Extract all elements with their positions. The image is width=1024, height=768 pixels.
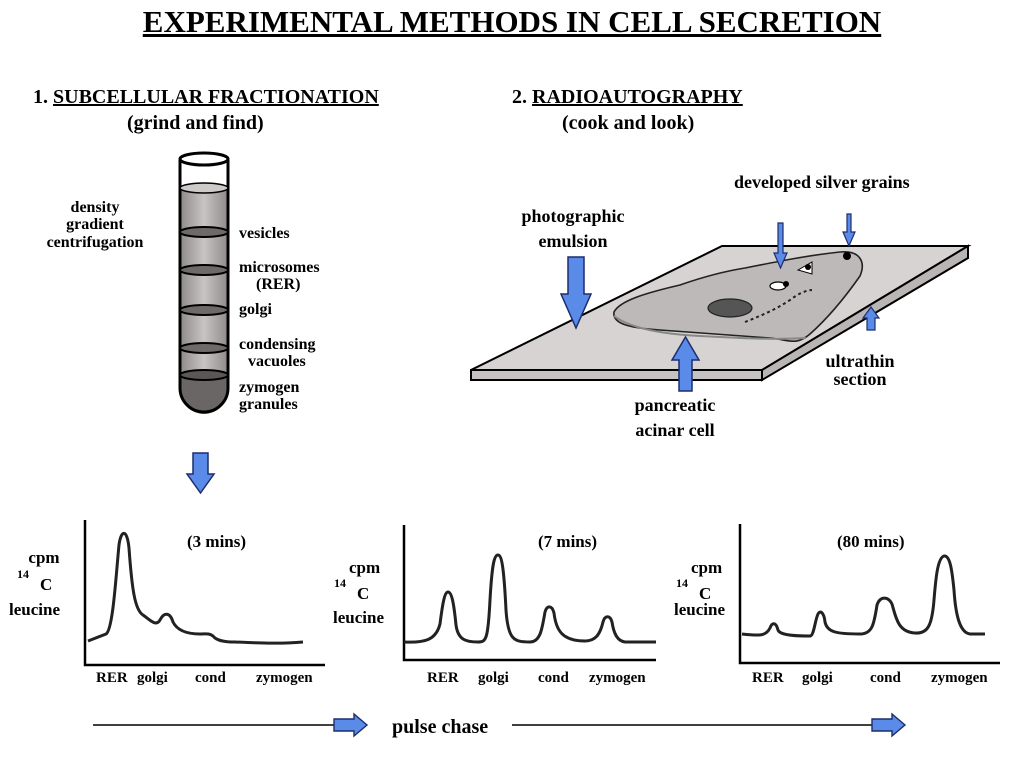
- fraction-microsomes: microsomes: [239, 259, 320, 276]
- fraction-condensing: condensing: [239, 336, 316, 353]
- plot-2-time: (7 mins): [538, 532, 598, 551]
- method1-heading: 1. SUBCELLULAR FRACTIONATION: [33, 86, 379, 109]
- method2-subtitle: (cook and look): [562, 112, 695, 134]
- plot-3-ylabel-superscript: 14: [676, 576, 688, 590]
- plot-3-ylabel-cpm: cpm: [691, 558, 723, 577]
- fraction-zymogen: zymogen: [239, 379, 300, 396]
- technique-label-2: gradient: [66, 216, 124, 233]
- fraction-vacuoles: vacuoles: [248, 353, 306, 370]
- emulsion-label-1: photographic: [521, 206, 625, 226]
- plot-1-ylabel-cpm: cpm: [28, 548, 60, 567]
- acinar-cell: [613, 251, 864, 343]
- method1-number: 1.: [33, 86, 48, 108]
- plot-3-cat-golgi: golgi: [802, 670, 833, 686]
- band-zymogen: [179, 369, 229, 381]
- cell-arrow-icon: [670, 335, 701, 392]
- fraction-vesicles: vesicles: [239, 225, 290, 242]
- plot-1-time: (3 mins): [187, 532, 247, 551]
- method2-heading: 2. RADIOAUTOGRAPHY: [512, 86, 743, 109]
- method1-name: SUBCELLULAR FRACTIONATION: [53, 86, 379, 108]
- trace-80-mins: [741, 554, 985, 638]
- plot-1-cat-cond: cond: [195, 670, 226, 686]
- plot-3-ylabel-leucine: leucine: [674, 600, 725, 619]
- plot-1-ylabel-element: C: [40, 575, 53, 594]
- plot-1-cat-zymogen: zymogen: [256, 670, 313, 686]
- pulse-chase-label: pulse chase: [392, 716, 489, 738]
- plot-1: [83, 520, 325, 667]
- plot-1-cat-golgi: golgi: [137, 670, 168, 686]
- plot-2: [402, 525, 656, 662]
- band-vesicles: [179, 226, 229, 238]
- section-arrow-icon: [861, 305, 881, 331]
- fraction-granules: granules: [239, 396, 298, 413]
- plot-2-cat-rer: RER: [427, 670, 459, 686]
- plot-2-cat-zymogen: zymogen: [589, 670, 646, 686]
- technique-label-3: centrifugation: [46, 234, 144, 251]
- plot-2-ylabel-element: C: [357, 584, 370, 603]
- plot-3-time: (80 mins): [837, 532, 905, 551]
- plot-1-cat-rer: RER: [96, 670, 128, 686]
- trace-7-mins: [403, 553, 656, 644]
- fraction-rer: (RER): [256, 276, 301, 293]
- plot-2-cat-cond: cond: [538, 670, 569, 686]
- section-label-2: section: [833, 369, 887, 389]
- cell-label-2: acinar cell: [635, 420, 715, 440]
- plot-1-ylabel-leucine: leucine: [9, 600, 60, 619]
- silver-grains-label: developed silver grains: [734, 172, 910, 192]
- pulse-chase-arrow-icon-left: [333, 712, 369, 738]
- trace-3-mins: [87, 531, 304, 645]
- plot-3-cat-zymogen: zymogen: [931, 670, 988, 686]
- method2-name: RADIOAUTOGRAPHY: [532, 86, 743, 108]
- down-arrow-icon: [185, 452, 216, 495]
- plot-2-ylabel-leucine: leucine: [333, 608, 384, 627]
- band-microsomes: [179, 264, 229, 276]
- method1-subtitle: (grind and find): [127, 112, 264, 134]
- plot-2-cat-golgi: golgi: [478, 670, 509, 686]
- band-condensing: [179, 342, 229, 354]
- cell-label-1: pancreatic: [634, 395, 716, 415]
- page-title: EXPERIMENTAL METHODS IN CELL SECRETION: [142, 4, 882, 39]
- fraction-golgi: golgi: [239, 301, 272, 318]
- plot-3: [738, 524, 1000, 665]
- plot-2-ylabel-superscript: 14: [334, 576, 346, 590]
- pulse-chase-arrow-icon-right: [871, 712, 907, 738]
- method2-number: 2.: [512, 86, 527, 108]
- centrifuge-tube: [178, 151, 230, 414]
- plot-1-ylabel-superscript: 14: [17, 567, 29, 581]
- plot-3-cat-rer: RER: [752, 670, 784, 686]
- plot-3-ylabel-element: C: [699, 584, 712, 603]
- nucleus: [707, 298, 753, 318]
- grain-arrow-icon-1: [773, 222, 788, 270]
- plot-3-cat-cond: cond: [870, 670, 901, 686]
- technique-label-1: density: [70, 199, 120, 216]
- band-golgi: [179, 304, 229, 316]
- plot-2-ylabel-cpm: cpm: [349, 558, 381, 577]
- emulsion-arrow-icon: [559, 256, 593, 330]
- section-label-1: ultrathin: [825, 351, 895, 371]
- grain-arrow-icon-2: [842, 213, 856, 248]
- emulsion-label-2: emulsion: [538, 231, 608, 251]
